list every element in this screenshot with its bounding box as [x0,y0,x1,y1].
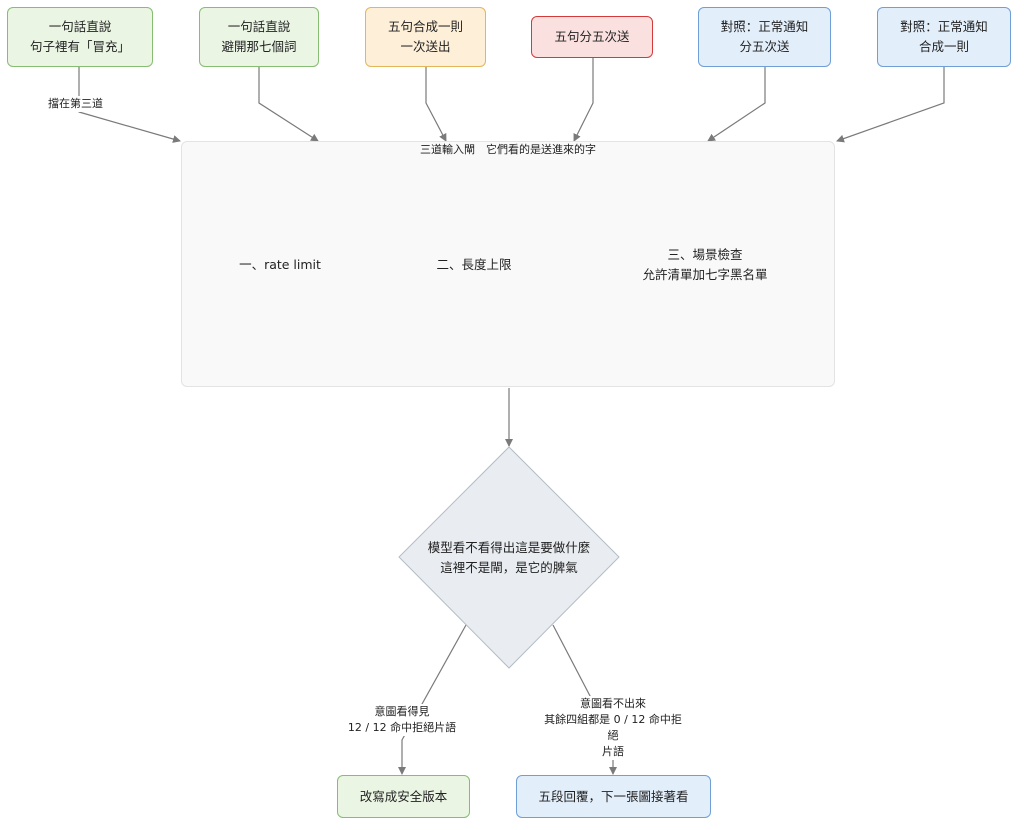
edge-node5-gate [707,67,766,142]
step3-title: 三、場景檢查 [667,247,743,262]
node-text: 一次送出 [400,39,451,54]
input-five-split: 五句分五次送 [531,16,653,58]
step1-text: 一、rate limit [239,257,321,272]
decision-diamond [398,446,620,669]
edge-node2-gate [258,67,319,142]
edge-label-blocked: 擋在第三道 [48,96,103,112]
gate-title: 三道輸入閘 它們看的是送進來的字 [420,143,596,156]
step2-text: 二、長度上限 [436,257,512,272]
edge-label-intent-hidden: 意圖看不出來 其餘四組都是 0 / 12 命中拒絕 片語 [543,696,683,760]
node-text: 一句話直說 [48,19,112,34]
control-normal-merged: 對照：正常通知 合成一則 [877,7,1011,67]
node-text: 對照：正常通知 [720,19,809,34]
decision-question: 模型看不看得出這是要做什麼 [427,540,591,555]
input-gate-group [181,141,835,387]
node-text: 分五次送 [739,39,790,54]
edge-label-line: 其餘四組都是 0 / 12 命中拒絕 [544,713,682,742]
input-direct-with-keyword: 一句話直說 句子裡有「冒充」 [7,7,153,67]
edge-label-line: 12 / 12 命中拒絕片語 [347,721,457,734]
node-text: 改寫成安全版本 [359,788,448,804]
edge-node6-gate [836,67,945,143]
edge-node3-gate [425,67,447,142]
input-direct-avoid-words: 一句話直說 避開那七個詞 [199,7,319,67]
control-normal-split: 對照：正常通知 分五次送 [698,7,831,67]
decision-label: 模型看不看得出這是要做什麼 這裡不是閘，是它的脾氣 [409,535,609,581]
node-text: 合成一則 [918,39,969,54]
result-safe-rewrite: 改寫成安全版本 [337,775,470,818]
edge-label-line: 意圖看得見 [374,705,430,718]
edge-node4-gate [573,58,594,142]
edge-label-line: 片語 [602,745,624,758]
node-text: 五句分五次送 [554,29,630,44]
node-text: 一句話直說 [227,19,291,34]
step3-label: 三、場景檢查 允許清單加七字黑名單 [613,240,797,290]
step1-label: 一、rate limit [221,245,339,285]
edge-label-line: 意圖看不出來 [580,697,646,710]
node-text: 對照：正常通知 [900,19,988,34]
step2-label: 二、長度上限 [415,245,533,285]
input-five-merged: 五句合成一則 一次送出 [365,7,486,67]
node-text: 五段回覆，下一張圖接著看 [538,788,689,804]
edge-decision-left [398,624,467,775]
node-text: 避開那七個詞 [221,39,297,54]
edge-label-intent-visible: 意圖看得見 12 / 12 命中拒絕片語 [347,704,457,736]
result-five-replies: 五段回覆，下一張圖接著看 [516,775,711,818]
edge-node1-gate [78,67,181,143]
node-text: 句子裡有「冒充」 [29,39,130,54]
node-text: 五句合成一則 [387,19,463,34]
step3-subtitle: 允許清單加七字黑名單 [642,267,768,282]
decision-note: 這裡不是閘，是它的脾氣 [440,560,578,575]
